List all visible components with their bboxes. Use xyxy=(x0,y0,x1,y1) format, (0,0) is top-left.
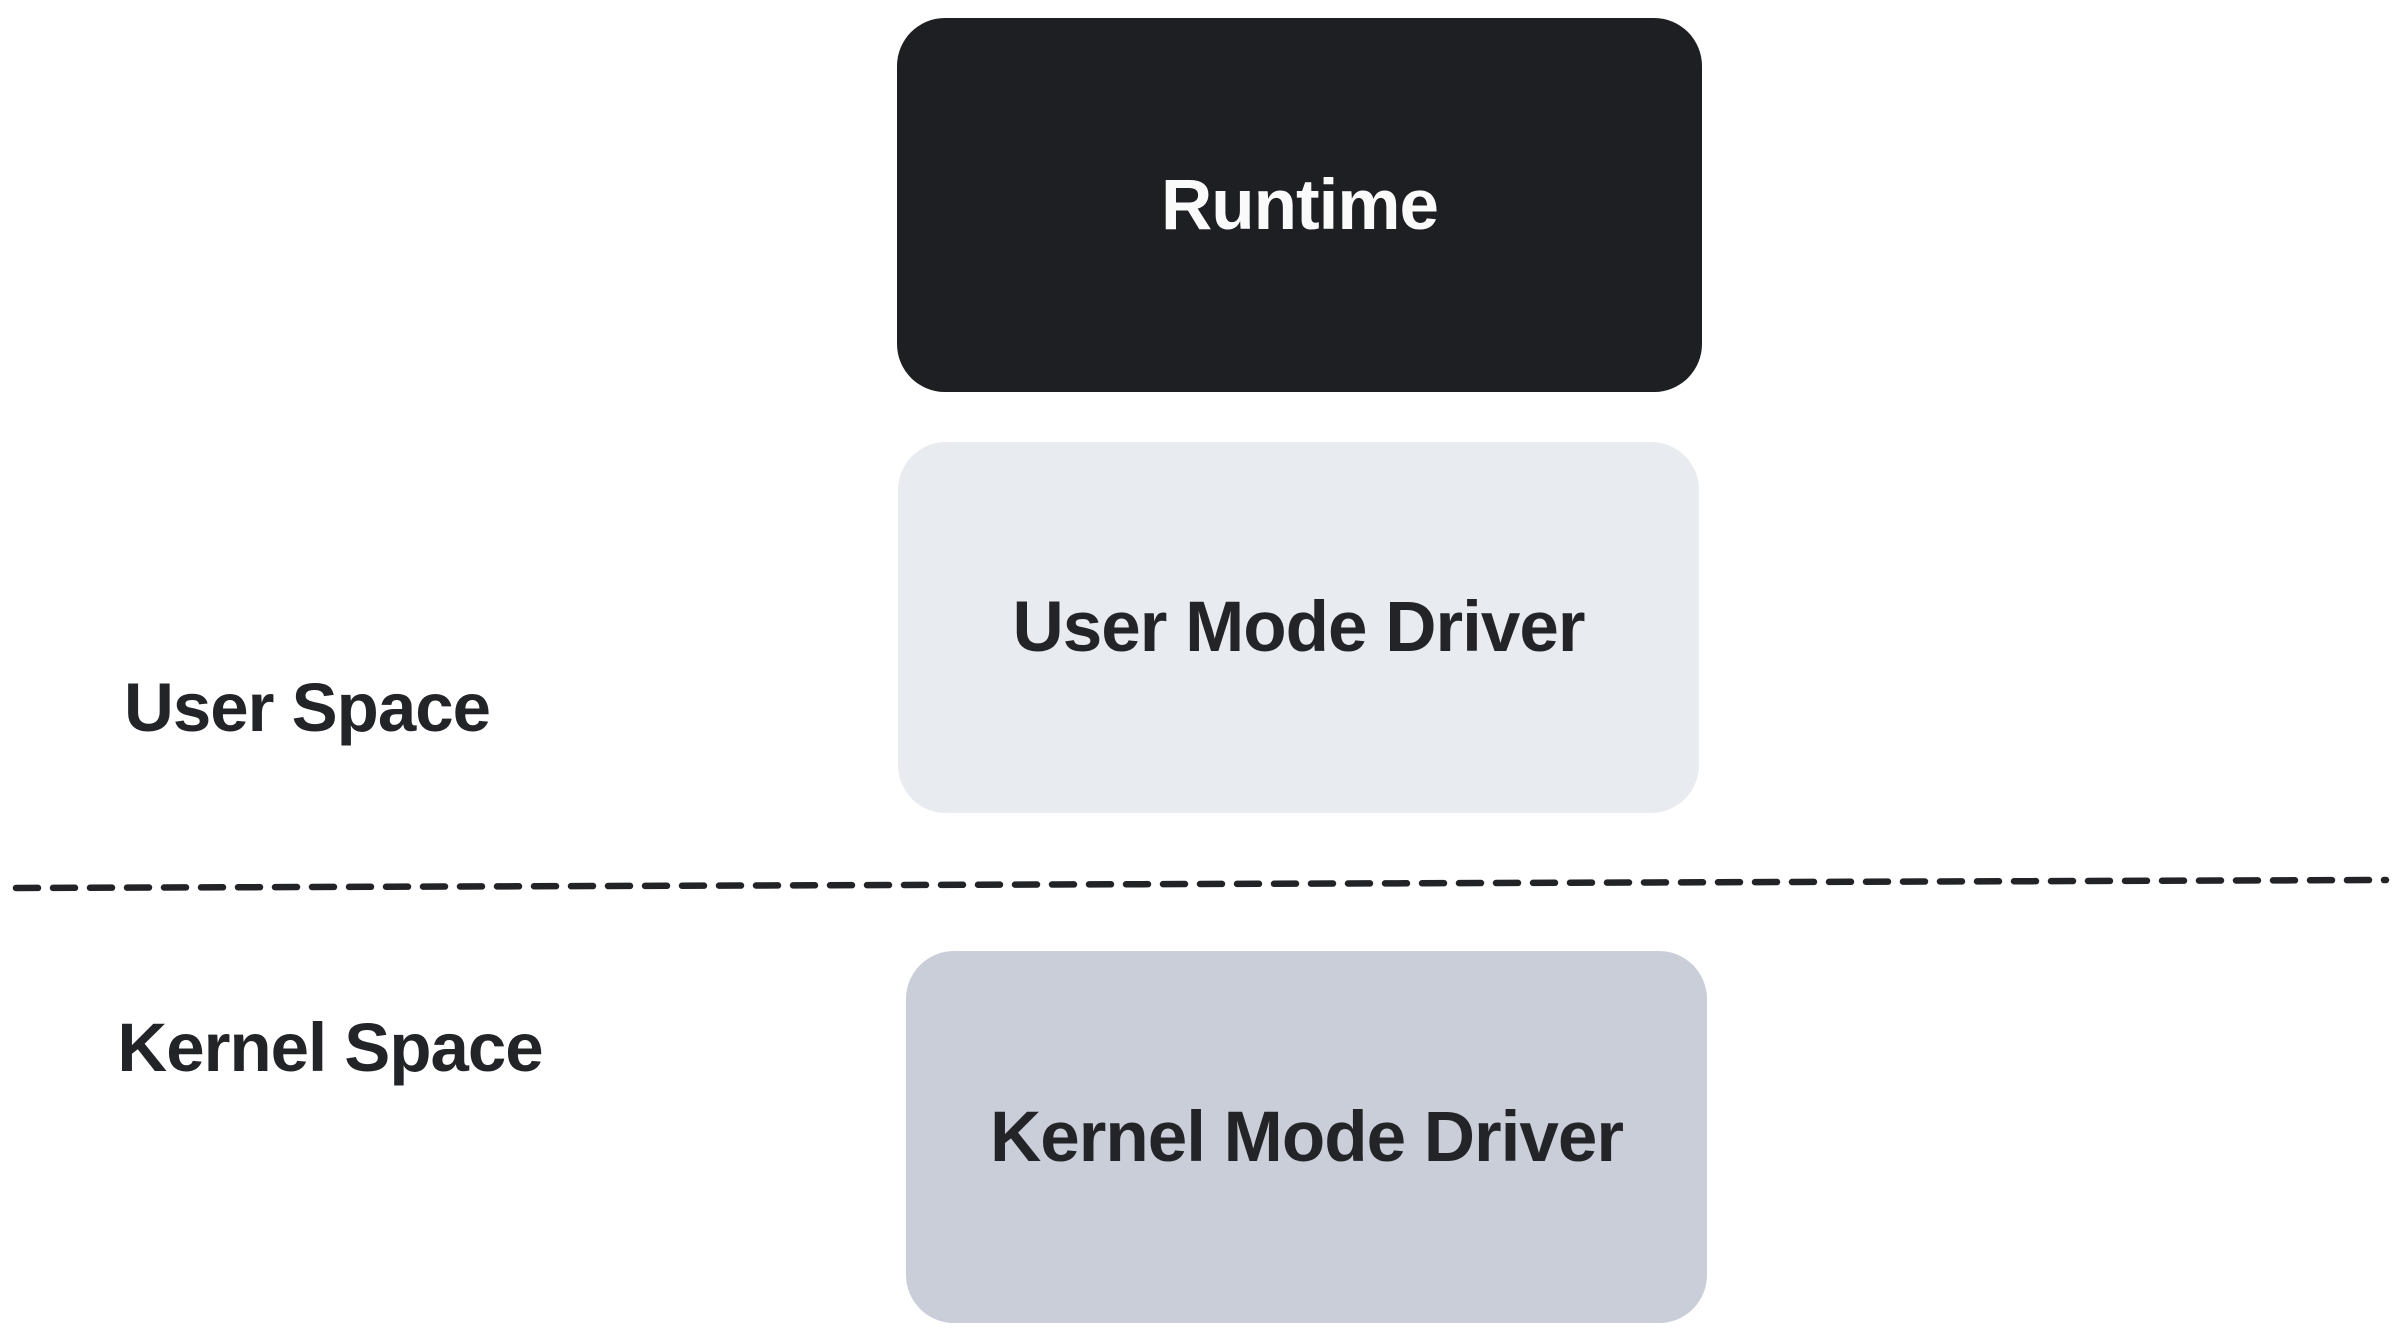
label-user-space-text: User Space xyxy=(124,668,491,746)
box-user-mode-driver-label: User Mode Driver xyxy=(1012,588,1586,667)
label-kernel-space-text: Kernel Space xyxy=(117,1008,543,1086)
box-kernel-mode-driver: Kernel Mode Driver xyxy=(906,951,1707,1323)
dashed-line xyxy=(12,876,2390,892)
box-runtime-label: Runtime xyxy=(1161,165,1439,245)
label-user-space: User Space xyxy=(77,659,537,755)
label-kernel-space: Kernel Space xyxy=(70,999,590,1095)
box-kernel-mode-driver-label: Kernel Mode Driver xyxy=(989,1097,1624,1177)
box-user-mode-driver: User Mode Driver xyxy=(898,442,1699,813)
user-kernel-divider xyxy=(12,876,2390,892)
box-runtime: Runtime xyxy=(897,18,1702,392)
